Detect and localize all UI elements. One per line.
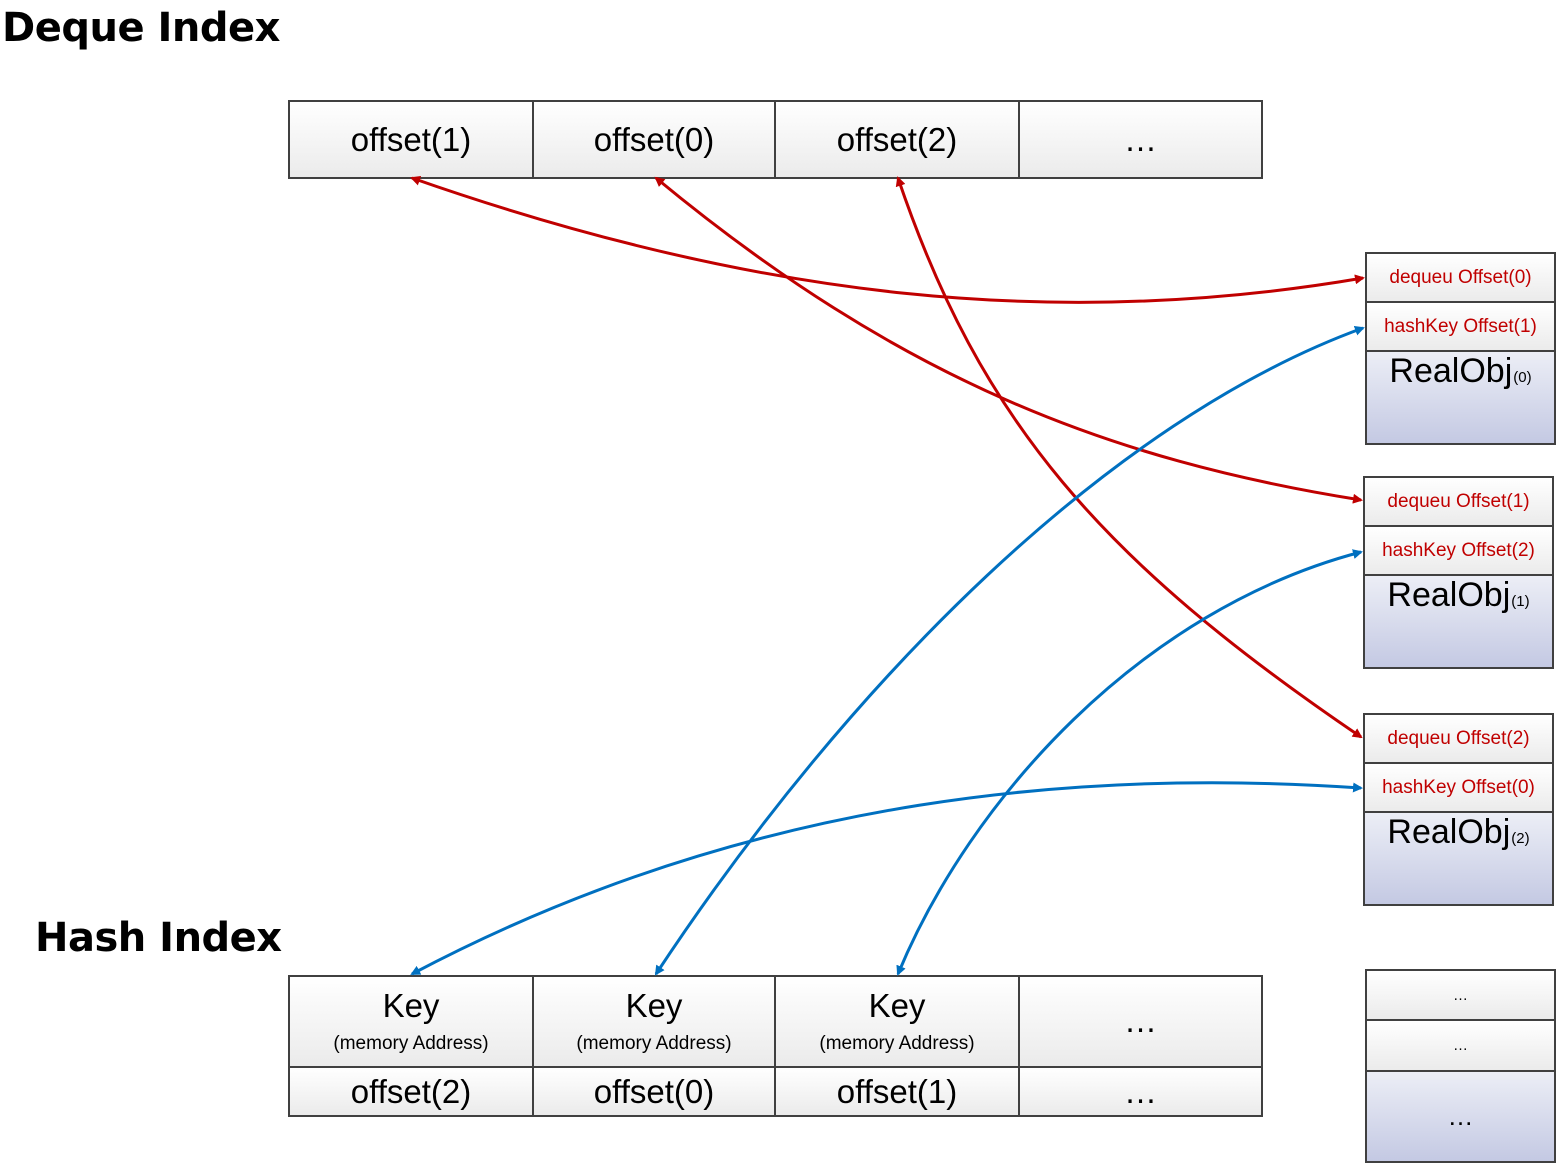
- hash-key-sub-label: (memory Address): [819, 1032, 975, 1054]
- hash-key-sub-label: (memory Address): [576, 1032, 732, 1054]
- placeholder-row-2: …: [1365, 1019, 1556, 1072]
- hashkey-offset-field: hashKey Offset(2): [1363, 525, 1554, 576]
- real-object-index: (1): [1511, 593, 1530, 610]
- deque-cell-0: offset(1): [288, 100, 534, 179]
- placeholder-body: …: [1365, 1070, 1556, 1163]
- hash-key-label: Key: [625, 987, 683, 1025]
- arrow-hashkey1-to-obj0: [654, 326, 1365, 976]
- real-object-body: RealObj(2): [1363, 811, 1554, 906]
- hash-key-cell-2: Key (memory Address): [774, 975, 1020, 1068]
- real-object-body: RealObj(0): [1365, 350, 1556, 445]
- hashkey-offset-field: hashKey Offset(0): [1363, 762, 1554, 813]
- hash-key-label: Key: [382, 987, 440, 1025]
- real-object-name: RealObj: [1387, 576, 1511, 614]
- hash-key-sub-label: (memory Address): [333, 1032, 489, 1054]
- hash-key-label: …: [1124, 1002, 1157, 1040]
- hash-key-cell-3: …: [1018, 975, 1263, 1068]
- deque-cell-1: offset(0): [532, 100, 776, 179]
- real-object-index: (0): [1513, 369, 1532, 386]
- hash-offset-cell-1: offset(0): [532, 1066, 776, 1117]
- real-object-name: RealObj: [1389, 352, 1513, 390]
- arrow-hashkey2-to-obj1: [896, 549, 1363, 976]
- arrow-deque-offset0-to-obj1: [654, 176, 1363, 504]
- arrow-deque-offset1-to-obj0: [410, 175, 1365, 304]
- arrow-hashkey0-to-obj2: [410, 781, 1363, 976]
- dequeu-offset-field: dequeu Offset(1): [1363, 476, 1554, 527]
- hash-offset-cell-0: offset(2): [288, 1066, 534, 1117]
- hash-offset-cell-3: …: [1018, 1066, 1263, 1117]
- hash-key-label: Key: [868, 987, 926, 1025]
- hash-offset-cell-2: offset(1): [774, 1066, 1020, 1117]
- deque-index-title: Deque Index: [2, 5, 280, 51]
- deque-cell-3: …: [1018, 100, 1263, 179]
- dequeu-offset-field: dequeu Offset(2): [1363, 713, 1554, 764]
- hash-index-title: Hash Index: [35, 915, 282, 961]
- real-object-body: RealObj(1): [1363, 574, 1554, 669]
- hash-key-cell-1: Key (memory Address): [532, 975, 776, 1068]
- real-object-index: (2): [1511, 830, 1530, 847]
- real-object-name: RealObj: [1387, 813, 1511, 851]
